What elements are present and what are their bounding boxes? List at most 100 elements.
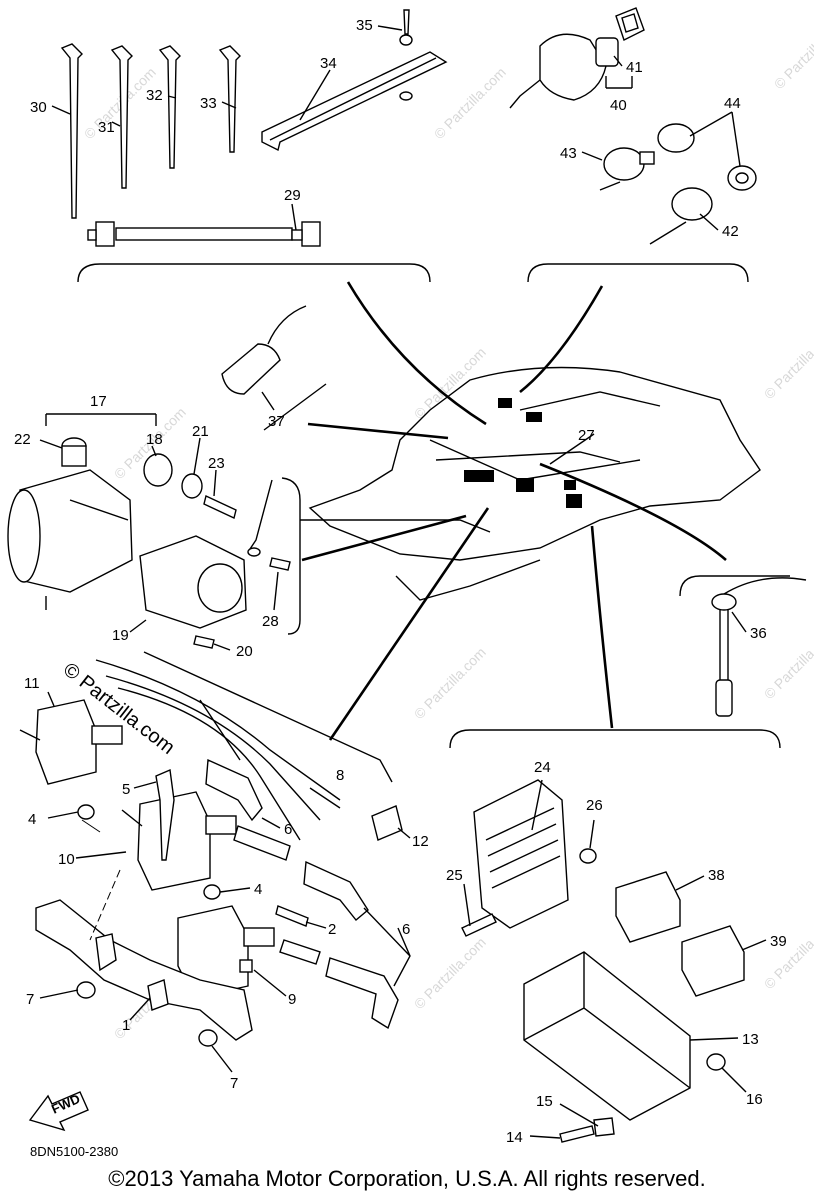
callout-44: 44 [724, 95, 741, 112]
callout-29: 29 [284, 187, 301, 204]
watermark-text: © Partzilla.com [431, 64, 509, 142]
bolt-20[interactable] [193, 635, 215, 649]
servo-housing-19[interactable] [139, 535, 247, 629]
copyright-notice: ©2013 Yamaha Motor Corporation, U.S.A. A… [108, 1166, 706, 1191]
callout-18: 18 [146, 431, 163, 448]
callout-25: 25 [446, 867, 463, 884]
callout-27: 27 [578, 427, 595, 444]
bolt-14[interactable] [559, 1125, 595, 1143]
leader-line [519, 285, 604, 394]
group-bracket-top-left [77, 263, 431, 283]
callout-21: 21 [192, 423, 209, 440]
damper-18[interactable] [143, 453, 173, 487]
callout-19: 19 [112, 627, 129, 644]
watermark-text: © Partzilla.com [761, 914, 814, 992]
nut-4[interactable] [77, 804, 95, 820]
switch-40[interactable] [509, 33, 619, 109]
callout-9: 9 [288, 991, 296, 1008]
clamp-12[interactable] [371, 805, 403, 841]
bolt-25[interactable] [461, 913, 497, 937]
callout-6: 6 [284, 821, 292, 838]
lead-wire-28-set[interactable] [247, 479, 291, 571]
band-30[interactable] [60, 43, 83, 219]
watermark-text: © Partzilla.com [771, 14, 814, 92]
callout-11: 11 [24, 675, 40, 692]
nut-26[interactable] [579, 848, 597, 864]
group-bracket-17 [45, 413, 157, 426]
bolt-23[interactable] [203, 495, 237, 519]
callout-41: 41 [626, 59, 643, 76]
callout-30: 30 [30, 99, 47, 116]
rivet-35[interactable] [399, 9, 413, 46]
callout-37: 37 [268, 413, 285, 430]
leader-line [307, 422, 449, 440]
callout-4: 4 [28, 811, 36, 828]
callout-5: 5 [122, 781, 130, 798]
cap-44[interactable] [657, 123, 757, 191]
watermark-text: © Partzilla.com [411, 644, 489, 722]
band-5[interactable] [155, 768, 175, 861]
fwd-arrow: FWD [28, 1091, 89, 1132]
plug-cap-6[interactable] [279, 860, 399, 1030]
hose-29[interactable] [87, 221, 321, 247]
rectifier-24[interactable] [473, 779, 569, 929]
nut-16[interactable] [706, 1053, 726, 1071]
watermark-text: © Partzilla.com [761, 324, 814, 402]
group-bracket-8 [143, 651, 393, 783]
callout-7: 7 [230, 1075, 238, 1092]
callout-numbers: 30 31 32 33 34 35 29 41 40 43 44 42 37 2… [14, 17, 787, 1146]
leader-line [328, 507, 490, 741]
callout-38: 38 [708, 867, 725, 884]
watermark-text: © Partzilla.com [411, 934, 489, 1012]
nut-4[interactable] [203, 884, 221, 900]
callout-42: 42 [722, 223, 739, 240]
ignition-coil-11[interactable] [19, 699, 123, 785]
callout-2: 2 [328, 921, 336, 938]
leader-line [539, 462, 727, 561]
bracket-1[interactable] [35, 899, 253, 1041]
watermark-text: © Partzilla.com [411, 344, 489, 422]
plug-cap-6[interactable] [205, 758, 291, 861]
callout-6: 6 [402, 921, 410, 938]
callout-1: 1 [122, 1017, 130, 1034]
callout-34: 34 [320, 55, 337, 72]
bolt-2[interactable] [275, 905, 309, 927]
callout-23: 23 [208, 455, 225, 472]
callout-43: 43 [560, 145, 577, 162]
band-31[interactable] [110, 45, 133, 189]
sensor-36[interactable] [711, 577, 807, 717]
bracket-34[interactable] [261, 51, 448, 152]
drawing-code: 8DN5100-2380 [30, 1144, 118, 1159]
collar-22[interactable] [61, 437, 87, 467]
bolt-7[interactable] [76, 981, 96, 999]
callout-33: 33 [200, 95, 217, 112]
relay-39[interactable] [681, 925, 745, 997]
callout-10: 10 [58, 851, 75, 868]
callout-40: 40 [610, 97, 627, 114]
plate-15[interactable] [593, 1117, 615, 1137]
callout-20: 20 [236, 643, 253, 660]
callout-31: 31 [98, 119, 115, 136]
cap-43[interactable] [599, 147, 655, 191]
band-32[interactable] [158, 45, 181, 169]
ignition-coil-10[interactable] [121, 791, 237, 891]
callout-16: 16 [746, 1091, 763, 1108]
callout-24: 24 [534, 759, 551, 776]
cap-42[interactable] [649, 187, 713, 245]
servo-motor-17[interactable] [7, 469, 133, 610]
callout-7: 7 [26, 991, 34, 1008]
ignition-coil-9[interactable] [177, 905, 275, 999]
clip-41[interactable] [615, 7, 645, 41]
capacitor-37[interactable] [221, 305, 307, 395]
relay-38[interactable] [615, 871, 681, 943]
callout-13: 13 [742, 1031, 759, 1048]
callout-8: 8 [336, 767, 344, 784]
leader-line [590, 525, 614, 729]
cdi-unit-13[interactable] [523, 951, 691, 1121]
callout-36: 36 [750, 625, 767, 642]
washer-21[interactable] [181, 473, 203, 499]
bolt-7[interactable] [198, 1029, 218, 1047]
band-33[interactable] [218, 45, 241, 153]
wire-harness-8[interactable] [95, 659, 341, 841]
